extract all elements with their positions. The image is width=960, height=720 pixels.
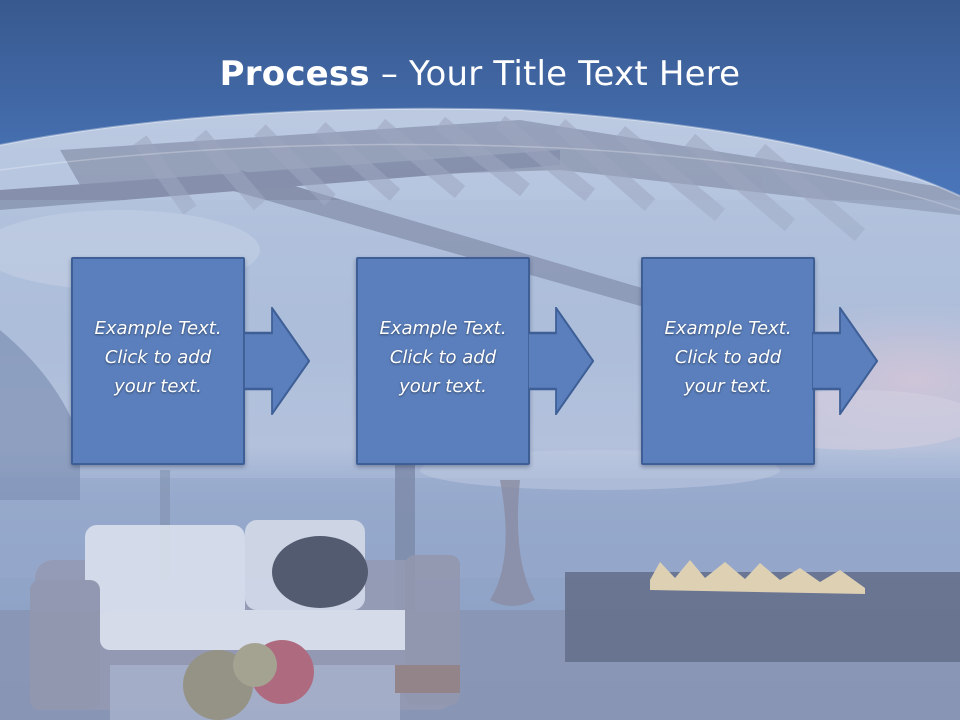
arrow-right-icon (812, 307, 878, 415)
step-text: Example Text. Click to add your text. (73, 314, 243, 401)
arrow-right-icon (528, 307, 594, 415)
process-step-3[interactable]: Example Text. Click to add your text. (641, 257, 815, 465)
step-line: Click to add (389, 347, 497, 368)
step-text: Example Text. Click to add your text. (358, 314, 528, 401)
process-step-1[interactable]: Example Text. Click to add your text. (71, 257, 245, 465)
step-line: Click to add (674, 347, 782, 368)
step-text: Example Text. Click to add your text. (643, 314, 813, 401)
slide-title[interactable]: Process – Your Title Text Here (0, 52, 960, 96)
title-text: Your Title Text Here (409, 54, 741, 94)
title-separator: – (369, 54, 410, 94)
arrow-right-icon (244, 307, 310, 415)
title-bold: Process (219, 54, 370, 94)
step-line: Example Text. (664, 318, 792, 339)
step-line: Click to add (104, 347, 212, 368)
step-line: your text. (684, 376, 772, 397)
step-line: Example Text. (379, 318, 507, 339)
step-line: your text. (114, 376, 202, 397)
step-line: your text. (399, 376, 487, 397)
step-line: Example Text. (94, 318, 222, 339)
process-step-2[interactable]: Example Text. Click to add your text. (356, 257, 530, 465)
